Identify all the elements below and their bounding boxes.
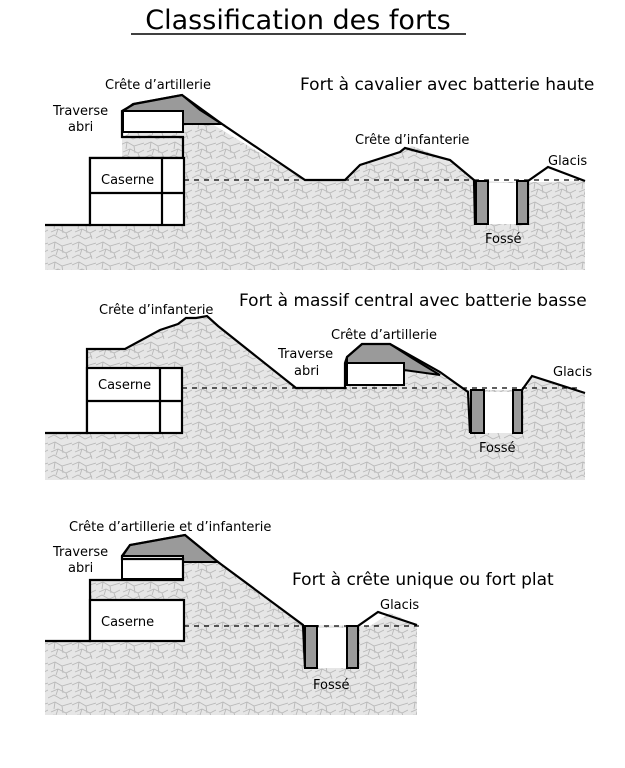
label-glacis: Glacis [548, 154, 587, 169]
earthwork-mass [45, 316, 585, 480]
traverse-shelter [122, 110, 184, 133]
caserne-building [88, 156, 186, 227]
title-text: Classification des forts [145, 5, 450, 36]
ditch-floor [317, 628, 347, 668]
ditch-wall-left [304, 625, 318, 669]
label-crete-artillerie: Crête d’artillerie [331, 328, 437, 343]
ditch-wall-right [516, 180, 529, 225]
label-caserne: Caserne [98, 378, 151, 393]
traverse-shelter [346, 362, 405, 386]
label-glacis: Glacis [380, 598, 419, 613]
subtitle-fort-plat: Fort à crête unique ou fort plat [292, 570, 554, 590]
section-fort-massif-central: Fort à massif central avec batterie bass… [45, 291, 592, 480]
label-traverse-line2: abri [68, 120, 93, 135]
label-crete-infanterie: Crête d’infanterie [355, 133, 469, 148]
profile-line [45, 314, 472, 435]
subtitle-fort-cavalier: Fort à cavalier avec batterie haute [300, 75, 594, 95]
profile-line [45, 533, 307, 669]
label-caserne: Caserne [101, 173, 154, 188]
ditch-wall-right [512, 389, 523, 434]
label-traverse-line1: Traverse [277, 347, 333, 362]
label-traverse-line1: Traverse [52, 104, 108, 119]
ditch-floor [484, 392, 513, 433]
label-traverse-line2: abri [68, 561, 93, 576]
label-fosse: Fossé [485, 232, 522, 247]
caserne-building [88, 598, 186, 643]
label-traverse-line2: abri [294, 364, 319, 379]
section-fort-plat: Fort à crête unique ou fort plat Crête d… [45, 520, 554, 715]
earthwork-mass [45, 96, 585, 270]
ditch-wall-left [470, 389, 485, 434]
subtitle-fort-massif: Fort à massif central avec batterie bass… [239, 291, 587, 311]
label-glacis: Glacis [553, 365, 592, 380]
label-fosse: Fossé [479, 441, 516, 456]
ditch-wall-right [346, 625, 359, 669]
diagram-title: Classification des forts [131, 5, 466, 36]
label-crete-mixte: Crête d’artillerie et d’infanterie [69, 520, 271, 535]
label-fosse: Fossé [313, 678, 350, 693]
label-traverse-line1: Traverse [52, 545, 108, 560]
label-crete-artillerie: Crête d’artillerie [105, 78, 211, 93]
label-caserne: Caserne [101, 615, 154, 630]
ditch-floor [488, 183, 517, 224]
section-fort-cavalier: Fort à cavalier avec batterie haute Crêt… [45, 75, 594, 270]
ditch-wall-left [475, 180, 489, 225]
label-crete-infanterie: Crête d’infanterie [99, 303, 213, 318]
